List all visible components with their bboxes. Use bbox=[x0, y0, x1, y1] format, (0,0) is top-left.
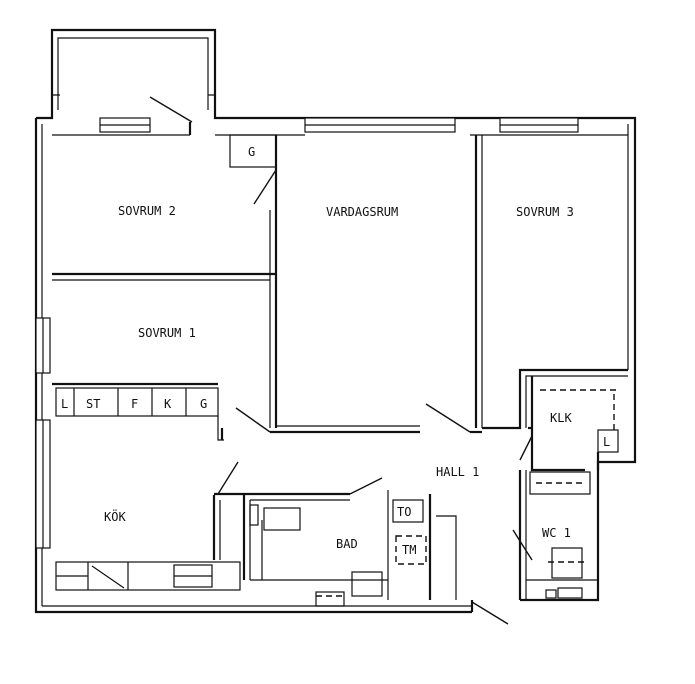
balcony-door bbox=[149, 96, 193, 123]
bath-tm-label: TM bbox=[402, 543, 416, 557]
kitchen-counter bbox=[55, 561, 241, 591]
room-label-sovrum3: SOVRUM 3 bbox=[516, 205, 574, 219]
door-bath bbox=[349, 477, 383, 495]
room-label-sovrum2: SOVRUM 2 bbox=[118, 204, 176, 218]
cabinet-f-label: F bbox=[131, 397, 138, 411]
interior-walls bbox=[52, 135, 628, 600]
room-label-bad: BAD bbox=[336, 537, 358, 551]
room-label-klk: KLK bbox=[550, 411, 572, 425]
doors bbox=[217, 169, 533, 625]
wardrobe-g-label: G bbox=[248, 145, 255, 159]
wc-room bbox=[518, 470, 598, 600]
balcony bbox=[50, 28, 217, 110]
wardrobe-g: G bbox=[229, 134, 277, 168]
door-klk bbox=[519, 435, 533, 461]
room-label-wc: WC 1 bbox=[542, 526, 571, 540]
door-sovrum1 bbox=[235, 407, 271, 433]
door-kitchen bbox=[217, 461, 239, 495]
klk-closet: L bbox=[530, 376, 619, 472]
room-label-sovrum1: SOVRUM 1 bbox=[138, 326, 196, 340]
klk-l-label: L bbox=[603, 435, 610, 449]
cabinet-k-label: K bbox=[164, 397, 172, 411]
windows-top bbox=[99, 117, 579, 133]
room-label-kok: KÖK bbox=[104, 508, 126, 524]
door-entrance bbox=[471, 601, 509, 625]
cabinet-g-label: G bbox=[200, 397, 207, 411]
cabinet-l-label: L bbox=[61, 397, 68, 411]
bath-fixtures: TO TM bbox=[249, 499, 427, 607]
room-label-hall: HALL 1 bbox=[436, 465, 479, 479]
kitchen-cabinets: L ST F K G bbox=[55, 387, 224, 441]
door-vardagsrum bbox=[425, 403, 471, 433]
room-label-vardagsrum: VARDAGSRUM bbox=[326, 205, 398, 219]
cabinet-st-label: ST bbox=[86, 397, 100, 411]
door-sovrum2 bbox=[253, 169, 277, 205]
bath-to-label: TO bbox=[397, 505, 411, 519]
windows-left bbox=[35, 317, 51, 549]
door-wc bbox=[512, 529, 533, 561]
